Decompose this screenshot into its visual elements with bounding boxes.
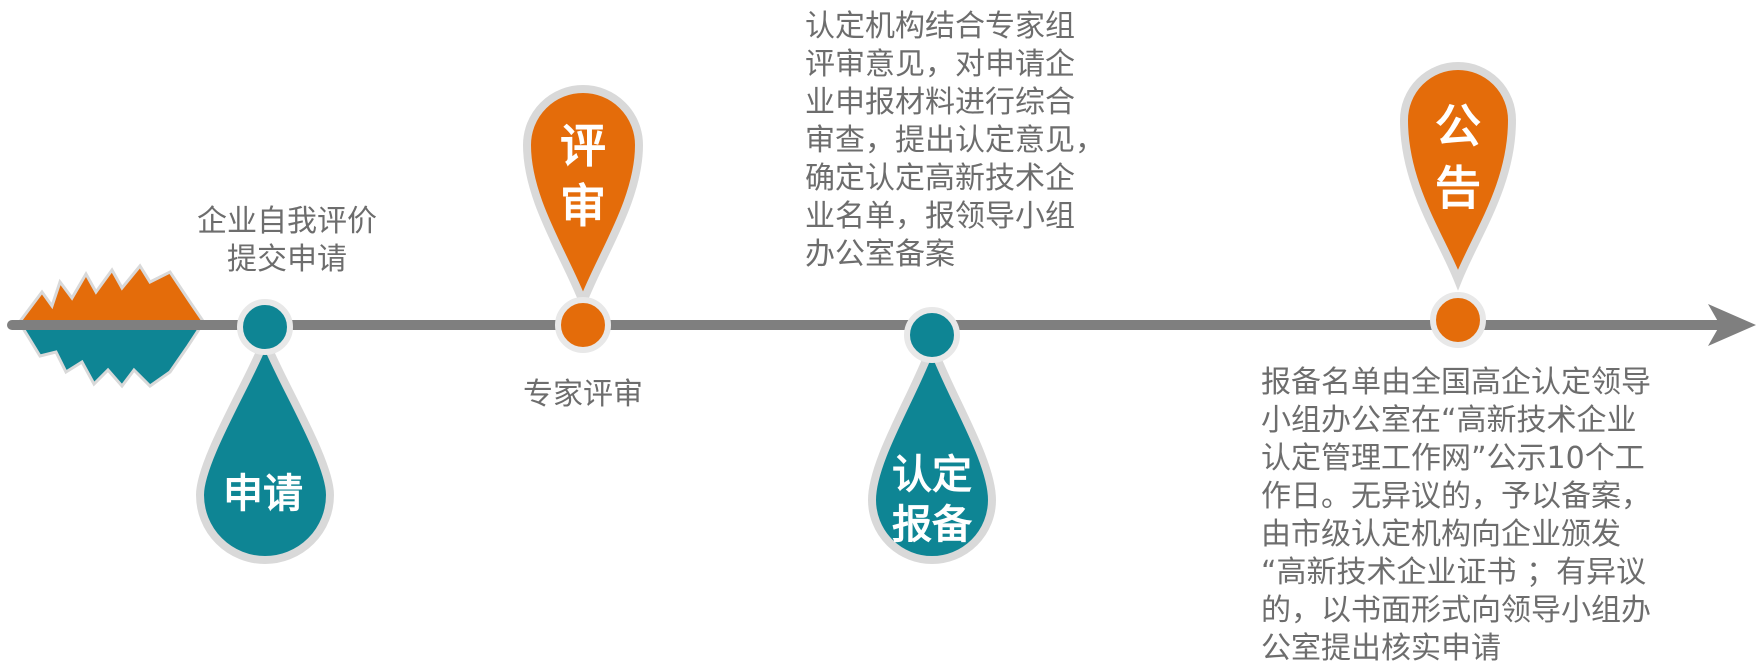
step-review-caption: 专家评审 <box>513 376 653 414</box>
arrow-head-icon <box>1708 304 1756 346</box>
caption-line: 专家评审 <box>523 377 643 412</box>
arrow-feather-icon <box>17 263 206 389</box>
step-review-node <box>555 297 611 353</box>
caption-line: 确定认定高新技术企 <box>805 161 1075 196</box>
step-review: 评 审 <box>522 85 644 353</box>
step-announce-caption: 报备名单由全国高企认定领导 小组办公室在“高新技术企业 认定管理工作网”公示10… <box>1261 364 1731 668</box>
step-review-label-1: 评 <box>560 119 606 173</box>
caption-line: 提交申请 <box>227 242 347 277</box>
step-certify-node <box>904 307 960 363</box>
step-announce-node <box>1430 292 1486 348</box>
step-apply-drop <box>195 328 335 564</box>
caption-line: 认定机构结合专家组 <box>805 9 1075 44</box>
step-apply: 申请 <box>195 299 335 564</box>
caption-line: 小组办公室在“高新技术企业 <box>1261 403 1637 438</box>
step-announce-drop <box>1399 62 1517 291</box>
step-apply-caption: 企业自我评价 提交申请 <box>187 203 387 279</box>
step-announce-label-2: 告 <box>1435 161 1481 215</box>
step-apply-node <box>237 299 293 355</box>
caption-line: 评审意见，对申请企 <box>805 47 1075 82</box>
step-certify: 认定 报备 <box>867 307 997 564</box>
caption-line: 业名单，报领导小组 <box>805 199 1075 234</box>
step-certify-label-1: 认定 <box>892 452 972 498</box>
step-announce: 公 告 <box>1399 62 1517 348</box>
step-review-drop <box>522 85 644 314</box>
step-announce-label-1: 公 <box>1435 99 1481 153</box>
caption-line: 企业自我评价 <box>197 204 377 239</box>
caption-line: 认定管理工作网”公示10个工 <box>1261 441 1645 476</box>
caption-line: 报备名单由全国高企认定领导 <box>1261 365 1651 400</box>
caption-line: 审查，提出认定意见， <box>805 123 1105 158</box>
caption-line: 业申报材料进行综合 <box>805 85 1075 120</box>
caption-line: 作日。无异议的，予以备案， <box>1261 479 1651 514</box>
step-certify-drop <box>867 333 997 564</box>
step-certify-caption: 认定机构结合专家组 评审意见，对申请企 业申报材料进行综合 审查，提出认定意见，… <box>805 8 1135 274</box>
caption-line: 公室提出核实申请 <box>1261 631 1501 666</box>
caption-line: “高新技术企业证书 ；有异议 <box>1261 555 1647 590</box>
step-review-label-2: 审 <box>560 179 606 233</box>
step-apply-label: 申请 <box>223 471 303 517</box>
caption-line: 由市级认定机构向企业颁发 <box>1261 517 1621 552</box>
step-certify-label-2: 报备 <box>892 502 973 548</box>
caption-line: 办公室备案 <box>805 237 955 272</box>
caption-line: 的，以书面形式向领导小组办 <box>1261 593 1651 628</box>
